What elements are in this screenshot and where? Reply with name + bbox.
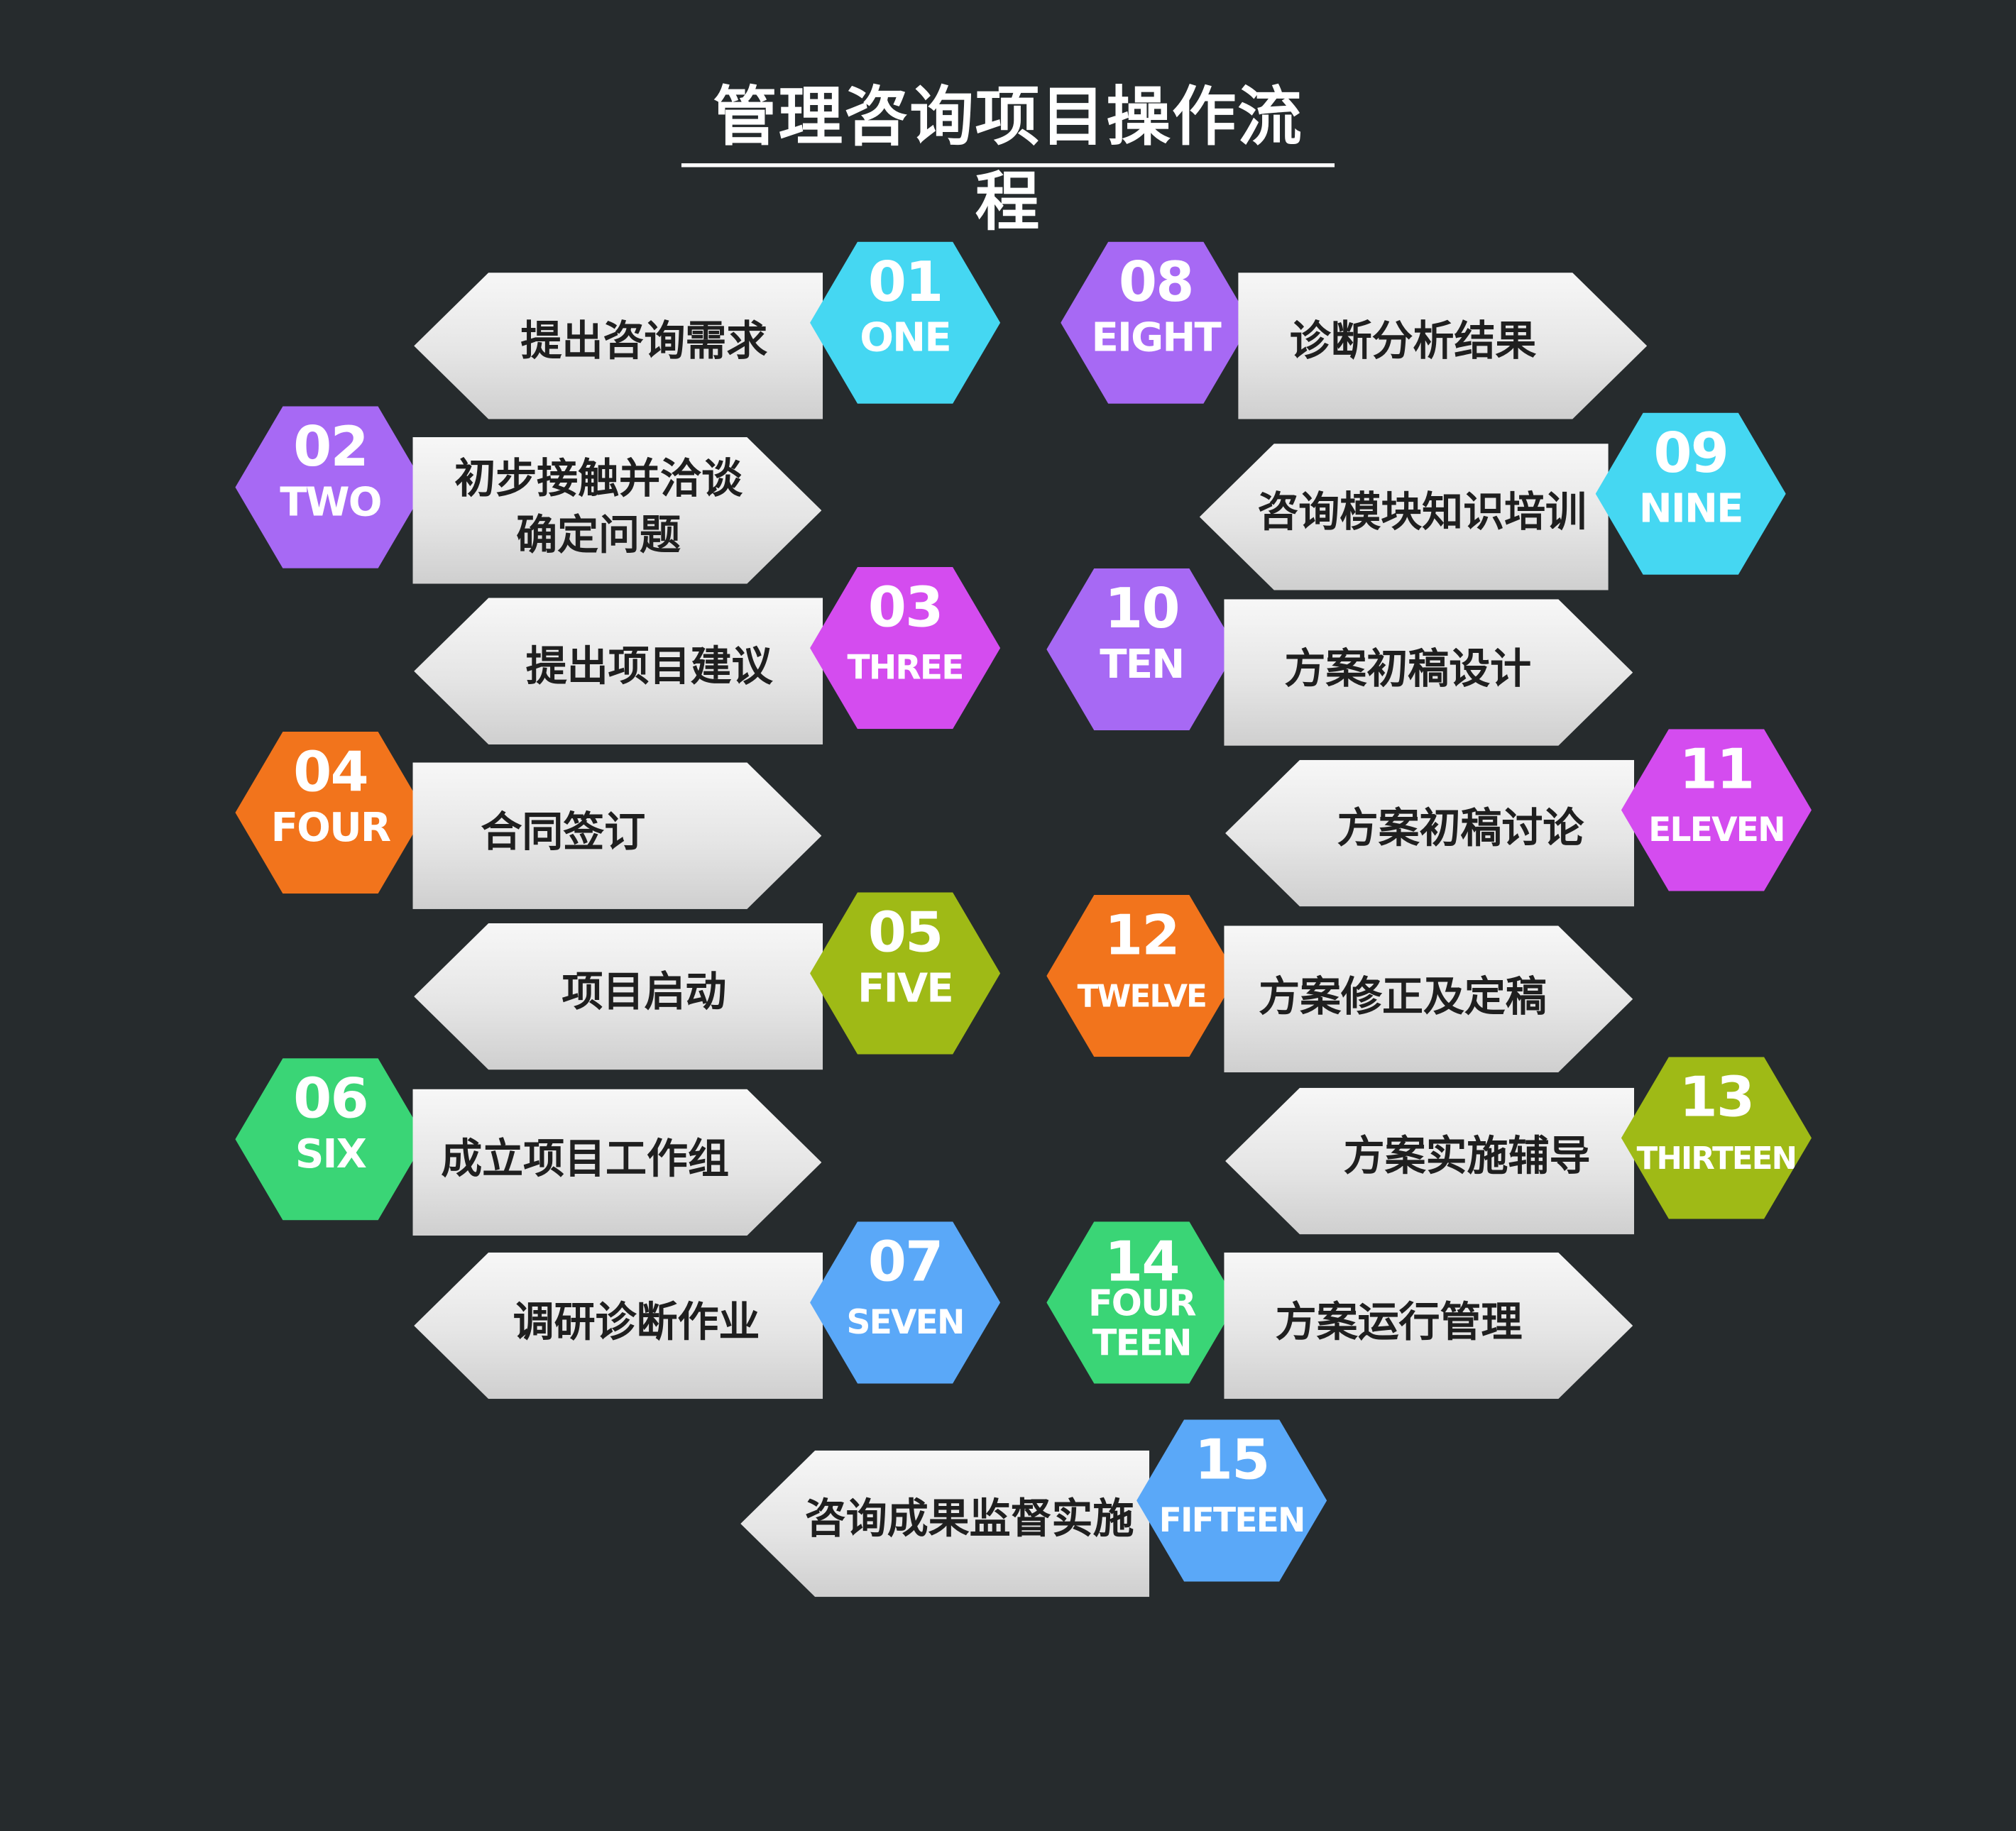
step-11-banner: [1225, 759, 1635, 907]
step-02-hexagon: 02 TWO: [235, 406, 426, 568]
step-04-label: 合同签订: [481, 807, 646, 857]
step-06: 06 SIX 成立项目工作组: [235, 1058, 822, 1236]
step-02-number: 02: [293, 415, 369, 480]
step-15-label: 咨询成果监督实施: [804, 1494, 1134, 1544]
step-05-number: 05: [867, 901, 944, 966]
step-11-hexagon: 11 ELEVEN: [1621, 729, 1812, 891]
step-14-hexagon: 14 FOUR TEEN: [1046, 1221, 1237, 1384]
step-13-hexagon: 13 THIRTEEN: [1621, 1057, 1812, 1219]
step-13-number: 13: [1679, 1065, 1755, 1131]
step-04-number: 04: [293, 740, 369, 805]
step-04: 04 FOUR 合同签订: [235, 731, 822, 909]
step-08-label: 诊断分析结果: [1289, 316, 1537, 365]
step-13-word: THIRTEEN: [1636, 1140, 1797, 1177]
step-05-hexagon: 05 FIVE: [810, 892, 1001, 1055]
step-05-banner: [414, 923, 823, 1070]
step-04-banner: [412, 762, 822, 909]
step-03-word: THREE: [847, 649, 965, 688]
step-13: 方案实施辅导 13 THIRTEEN: [1225, 1057, 1812, 1235]
step-04-word: FOUR: [270, 805, 391, 852]
step-15-number: 15: [1194, 1428, 1271, 1493]
step-01: 提出咨询需求 01 ONE: [414, 241, 1001, 419]
step-07-word: SEVEN: [846, 1304, 965, 1343]
step-05-label: 项目启动: [561, 967, 727, 1016]
step-12: 12 TWELVE 方案修正及定稿: [1046, 895, 1633, 1073]
step-08: 08 EIGHT 诊断分析结果: [1061, 241, 1648, 419]
step-11-number: 11: [1679, 737, 1755, 803]
step-03: 提出项目建议 03 THREE: [414, 567, 1001, 745]
step-05-word: FIVE: [858, 965, 954, 1012]
step-06-number: 06: [293, 1067, 369, 1132]
step-02-label: 初步接触并洽谈 确定问题: [454, 453, 743, 560]
step-15: 咨询成果监督实施 15 FIFTEEN: [740, 1419, 1327, 1598]
step-10-label: 方案初稿设计: [1284, 644, 1532, 693]
step-10-banner: [1224, 599, 1633, 746]
step-10-hexagon: 10 TEN: [1046, 568, 1237, 731]
step-14-label: 方案运行管理: [1275, 1297, 1523, 1346]
step-15-banner: [740, 1450, 1150, 1598]
step-14: 14 FOUR TEEN 方案运行管理: [1046, 1221, 1633, 1400]
step-01-label: 提出咨询需求: [520, 316, 768, 365]
step-11: 方案初稿讨论 11 ELEVEN: [1225, 729, 1812, 907]
step-09-label: 咨询模块知识培训: [1257, 487, 1587, 537]
step-09: 咨询模块知识培训 09 NINE: [1199, 412, 1786, 590]
step-14-number: 14: [1104, 1230, 1180, 1295]
step-09-hexagon: 09 NINE: [1595, 412, 1786, 575]
step-03-banner: [414, 598, 823, 745]
step-10: 10 TEN 方案初稿设计: [1046, 568, 1633, 746]
title-underline: [681, 163, 1335, 167]
step-08-hexagon: 08 EIGHT: [1061, 241, 1251, 404]
page-title: 管理咨询项目操作流程: [713, 79, 1303, 239]
step-12-hexagon: 12 TWELVE: [1046, 895, 1237, 1057]
step-01-banner: [414, 273, 823, 419]
step-04-hexagon: 04 FOUR: [235, 731, 426, 894]
step-13-label: 方案实施辅导: [1343, 1131, 1591, 1181]
step-03-label: 提出项目建议: [525, 642, 773, 691]
step-05: 项目启动 05 FIVE: [414, 892, 1001, 1070]
step-09-word: NINE: [1638, 485, 1744, 533]
step-08-banner: [1238, 273, 1648, 419]
step-06-label: 成立项目工作组: [441, 1134, 729, 1183]
step-07-banner: [414, 1252, 823, 1400]
step-01-number: 01: [867, 251, 944, 315]
step-01-word: ONE: [860, 314, 951, 362]
step-12-label: 方案修正及定稿: [1259, 972, 1547, 1021]
step-14-word: FOUR TEEN: [1088, 1282, 1197, 1365]
step-02: 02 TWO 初步接触并洽谈 确定问题: [235, 406, 822, 584]
step-06-hexagon: 06 SIX: [235, 1058, 426, 1221]
step-12-number: 12: [1104, 903, 1180, 969]
step-02-banner: [412, 437, 822, 584]
step-08-word: EIGHT: [1091, 314, 1221, 362]
step-12-word: TWELVE: [1077, 978, 1207, 1015]
step-03-number: 03: [867, 576, 944, 641]
step-10-number: 10: [1104, 577, 1180, 642]
step-09-number: 09: [1653, 422, 1729, 486]
step-02-word: TWO: [280, 479, 382, 527]
step-07-label: 调研诊断作业: [513, 1297, 760, 1346]
step-15-word: FIFTEEN: [1158, 1502, 1306, 1541]
step-01-hexagon: 01 ONE: [810, 241, 1001, 404]
step-03-hexagon: 03 THREE: [810, 567, 1001, 730]
step-08-number: 08: [1118, 251, 1195, 315]
step-09-banner: [1199, 444, 1609, 590]
step-07: 调研诊断作业 07 SEVEN: [414, 1221, 1001, 1400]
step-06-word: SIX: [295, 1131, 367, 1178]
step-12-banner: [1224, 925, 1633, 1073]
step-13-banner: [1225, 1087, 1635, 1235]
step-06-banner: [412, 1089, 822, 1236]
step-07-hexagon: 07 SEVEN: [810, 1221, 1001, 1384]
step-11-word: ELEVEN: [1648, 811, 1785, 850]
step-14-banner: [1224, 1252, 1633, 1400]
step-15-hexagon: 15 FIFTEEN: [1136, 1419, 1327, 1582]
step-07-number: 07: [867, 1230, 944, 1295]
step-10-word: TEN: [1100, 642, 1185, 688]
step-11-label: 方案初稿讨论: [1337, 803, 1584, 853]
